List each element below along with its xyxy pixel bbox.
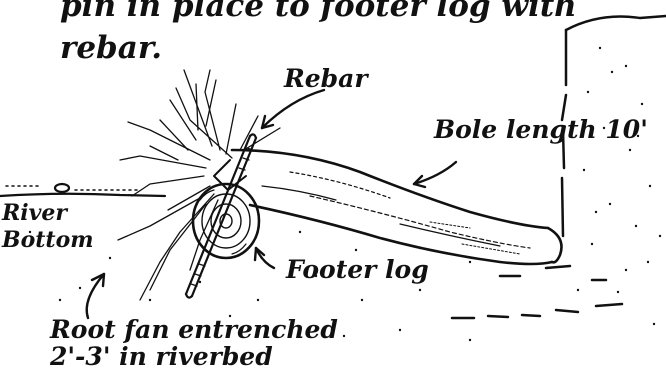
label-river: River <box>2 202 67 224</box>
label-footer-log: Footer log <box>286 257 429 282</box>
label-rebar: Rebar <box>284 66 368 91</box>
footer-arrow <box>255 248 274 268</box>
caption-line-1: pin in place to footer log with <box>60 0 577 22</box>
bank-outline <box>452 16 666 318</box>
rebar-arrow <box>262 90 324 128</box>
label-root-depth: 2'-3' in riverbed <box>50 344 273 369</box>
label-bottom: Bottom <box>2 229 94 251</box>
label-root-fan: Root fan entrenched <box>50 317 338 342</box>
root-arrow <box>87 274 104 318</box>
caption-line-2: rebar. <box>60 33 162 64</box>
bole-log <box>232 150 562 264</box>
label-bole-length: Bole length 10' <box>434 117 648 142</box>
root-fan <box>118 70 280 300</box>
bole-arrow <box>414 162 456 187</box>
